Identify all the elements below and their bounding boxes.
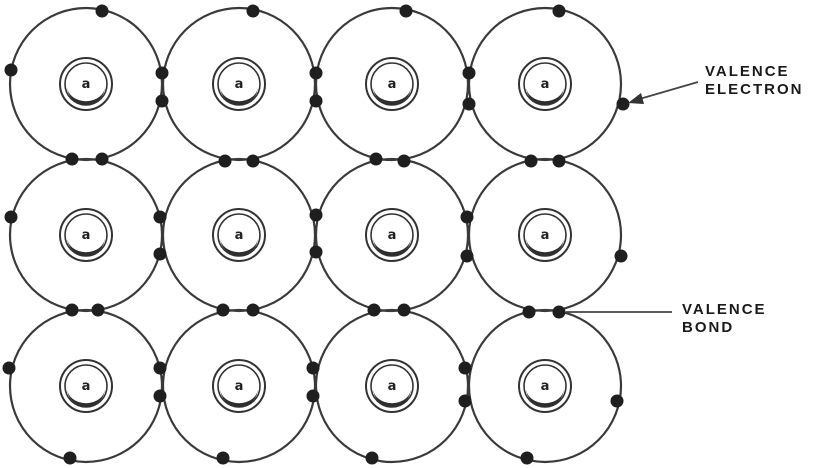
core-shading	[220, 388, 258, 407]
core-letter: a	[541, 77, 550, 92]
core-shading	[526, 237, 564, 256]
atom: a	[314, 308, 470, 464]
valence-electron-label: VALENCE ELECTRON	[705, 63, 804, 99]
electron-dot	[522, 305, 536, 319]
electron-dot	[365, 451, 379, 465]
valence-bond-label: VALENCE BOND	[682, 301, 767, 337]
electron-dot	[218, 154, 232, 168]
electron-dot	[246, 4, 260, 18]
electron-dot	[95, 152, 109, 166]
electron-dot	[397, 154, 411, 168]
atom-core	[64, 62, 108, 106]
core-letter: a	[235, 228, 244, 243]
core-shading	[373, 237, 411, 256]
electron-dot	[462, 97, 476, 111]
atom: a	[8, 308, 164, 464]
electron-dot	[2, 361, 16, 375]
atom: a	[161, 308, 317, 464]
core-letter: a	[388, 77, 397, 92]
electron-dot	[155, 66, 169, 80]
electron-dot	[246, 303, 260, 317]
atom: a	[314, 157, 470, 313]
core-letter: a	[235, 77, 244, 92]
electron-dot	[155, 94, 169, 108]
electron-dot	[65, 303, 79, 317]
electron-dot	[309, 94, 323, 108]
electron-dot	[306, 389, 320, 403]
electron-dot	[216, 303, 230, 317]
core-shading	[67, 388, 105, 407]
atom: a	[467, 157, 623, 313]
electron-dot	[63, 451, 77, 465]
atom: a	[467, 308, 623, 464]
electron-dot	[306, 361, 320, 375]
core-letter: a	[388, 379, 397, 394]
core-letter: a	[82, 379, 91, 394]
atom: a	[314, 6, 470, 162]
core-shading	[373, 388, 411, 407]
electron-layer	[2, 4, 630, 465]
atom: a	[161, 6, 317, 162]
electron-dot	[610, 394, 624, 408]
electron-dot	[520, 451, 534, 465]
electron-dot	[65, 152, 79, 166]
electron-dot	[462, 66, 476, 80]
valence-bond-label-line1: VALENCE	[682, 301, 767, 318]
electron-dot	[4, 210, 18, 224]
electron-dot	[460, 210, 474, 224]
electron-dot	[153, 389, 167, 403]
core-letter: a	[235, 379, 244, 394]
core-shading	[373, 86, 411, 105]
arrowhead-icon	[628, 93, 644, 104]
electron-dot	[95, 4, 109, 18]
electron-dot	[367, 303, 381, 317]
valence-bond-label-line2: BOND	[682, 319, 735, 336]
core-letter: a	[541, 228, 550, 243]
core-letter: a	[82, 228, 91, 243]
electron-dot	[552, 4, 566, 18]
electron-dot	[524, 154, 538, 168]
electron-dot	[91, 303, 105, 317]
valence-electron-label-line1: VALENCE	[705, 63, 790, 80]
electron-dot	[552, 154, 566, 168]
electron-dot	[309, 245, 323, 259]
electron-dot	[399, 4, 413, 18]
electron-dot	[153, 210, 167, 224]
core-letter: a	[82, 77, 91, 92]
electron-dot	[614, 249, 628, 263]
electron-dot	[309, 208, 323, 222]
electron-dot	[397, 303, 411, 317]
electron-dot	[153, 361, 167, 375]
electron-dot	[153, 247, 167, 261]
atom: a	[8, 6, 164, 162]
electron-dot	[246, 154, 260, 168]
electron-dot	[309, 66, 323, 80]
valence-electron-label-line2: ELECTRON	[705, 81, 804, 98]
core-shading	[220, 86, 258, 105]
valence-electron-pointer	[628, 81, 699, 104]
electron-dot	[552, 305, 566, 319]
core-letter: a	[541, 379, 550, 394]
core-shading	[526, 388, 564, 407]
core-shading	[67, 86, 105, 105]
atom-core	[64, 364, 108, 408]
electron-dot	[369, 152, 383, 166]
valence-orbit	[467, 308, 623, 464]
core-shading	[220, 237, 258, 256]
atom-grid: a a a a a a a a a a a a	[8, 6, 623, 464]
electron-dot	[460, 249, 474, 263]
electron-dot	[216, 451, 230, 465]
electron-dot	[616, 97, 630, 111]
core-shading	[526, 86, 564, 105]
electron-dot	[458, 394, 472, 408]
core-shading	[67, 237, 105, 256]
electron-dot	[4, 63, 18, 77]
atom: a	[8, 157, 164, 313]
core-letter: a	[388, 228, 397, 243]
atom: a	[467, 6, 623, 162]
electron-dot	[458, 361, 472, 375]
atom-core	[64, 213, 108, 257]
atom: a	[161, 157, 317, 313]
